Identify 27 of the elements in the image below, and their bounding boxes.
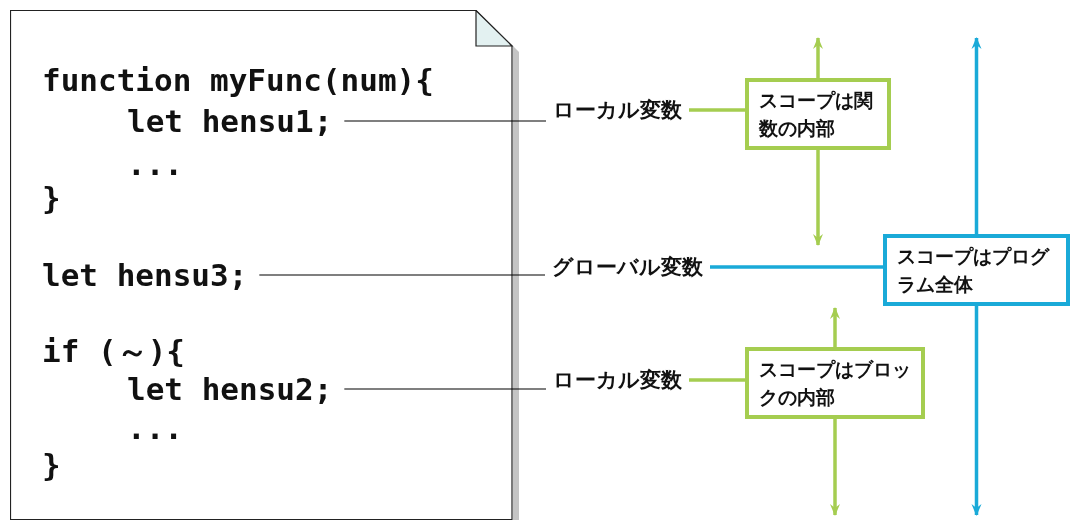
code-line: function myFunc(num){ — [42, 62, 434, 98]
code-line: } — [42, 447, 61, 483]
code-line: } — [42, 180, 61, 216]
arrow — [971, 37, 982, 234]
code-line: let hensu1; — [127, 103, 333, 139]
arrow — [830, 307, 840, 347]
code-line: if (～){ — [42, 333, 185, 369]
code-line: ... — [127, 410, 183, 446]
connector-line — [689, 108, 745, 112]
variable-label: ローカル変数 — [553, 368, 682, 392]
leader-line — [258, 274, 546, 276]
code-line: let hensu2; — [127, 371, 333, 407]
scope-box: スコープはブロックの内部 — [745, 347, 925, 419]
leader-line — [343, 388, 547, 390]
variable-label: ローカル変数 — [553, 98, 682, 122]
connector-line — [689, 378, 745, 382]
arrow — [971, 306, 982, 516]
code-line: let hensu3; — [42, 257, 248, 293]
variable-label: グローバル変数 — [552, 255, 703, 279]
connector-line — [710, 265, 883, 269]
arrow — [830, 419, 840, 516]
scope-box: スコープは関数の内部 — [745, 78, 891, 150]
leader-line — [343, 120, 547, 122]
arrow — [813, 150, 823, 246]
scope-box: スコープはプログラム全体 — [883, 234, 1070, 306]
arrow — [813, 37, 823, 78]
code-line: ... — [127, 146, 183, 182]
